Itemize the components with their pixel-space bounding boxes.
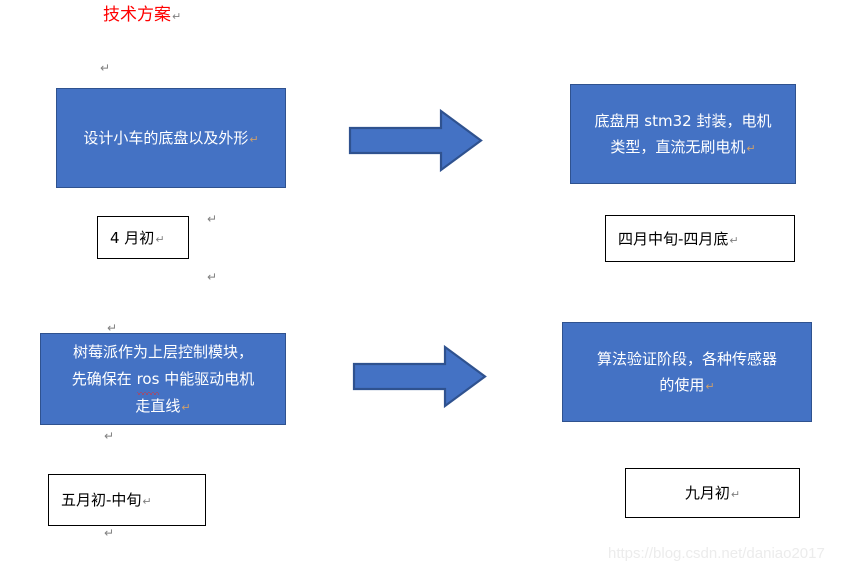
date-label: 九月初	[684, 484, 730, 502]
date-box-text: 九月初↵	[685, 483, 740, 503]
pilcrow-icon: ↵	[181, 400, 191, 414]
process-box-algorithm-validation[interactable]: 算法验证阶段，各种传感器的使用↵	[562, 322, 812, 422]
pilcrow-icon: ↵	[107, 321, 118, 335]
pilcrow-icon: ↵	[172, 10, 182, 23]
date-box-algorithm-validation[interactable]: 九月初↵	[625, 468, 800, 518]
pilcrow-icon: ↵	[104, 526, 115, 540]
process-box-text: 树莓派作为上层控制模块， 先确保在 ros 中能驱动电机走直线↵	[49, 339, 277, 420]
page-title: 技术方案↵	[103, 4, 181, 26]
date-box-raspberry-pi-control[interactable]: 五月初-中旬↵	[48, 474, 206, 526]
pilcrow-icon: ↵	[729, 233, 739, 247]
date-box-text: 四月中旬-四月底↵	[618, 229, 739, 249]
pilcrow-icon: ↵	[155, 232, 165, 246]
process-box-stm32-packaging[interactable]: 底盘用 stm32 封装，电机类型，直流无刷电机↵	[570, 84, 796, 184]
date-label: 4 月初	[110, 228, 155, 247]
pilcrow-icon: ↵	[249, 133, 259, 146]
pilcrow-icon: ↵	[100, 61, 111, 75]
process-box-line: 走直线	[135, 396, 181, 415]
page-title-text: 技术方案	[103, 5, 171, 25]
pilcrow-icon: ↵	[705, 380, 715, 393]
process-box-raspberry-pi-control[interactable]: 树莓派作为上层控制模块， 先确保在 ros 中能驱动电机走直线↵	[40, 333, 286, 425]
process-box-text: 算法验证阶段，各种传感器的使用↵	[571, 346, 803, 398]
pilcrow-icon: ↵	[207, 270, 218, 284]
date-box-text: 4 月初↵	[110, 228, 165, 248]
process-box-text: 设计小车的底盘以及外形↵	[65, 125, 277, 151]
watermark-text: https://blog.csdn.net/daniao2017	[608, 545, 825, 562]
flow-arrow-row-2	[352, 344, 488, 409]
process-box-line: 树莓派作为上层控制模块，	[72, 342, 253, 361]
pilcrow-icon: ↵	[746, 142, 756, 155]
pilcrow-icon: ↵	[207, 212, 218, 226]
pilcrow-icon: ↵	[730, 488, 741, 501]
flow-arrow-row-1	[348, 108, 484, 173]
process-box-line-with-spellcheck: 先确保在 ros 中能驱动电机	[72, 370, 254, 395]
date-box-design-chassis[interactable]: 4 月初↵	[97, 216, 189, 259]
date-box-text: 五月初-中旬↵	[61, 490, 152, 510]
date-label: 五月初-中旬	[61, 491, 142, 509]
process-box-text: 底盘用 stm32 封装，电机类型，直流无刷电机↵	[579, 108, 787, 160]
date-label: 四月中旬-四月底	[618, 229, 729, 248]
process-box-line: 类型，直流无刷电机	[610, 138, 746, 156]
process-box-line: 底盘用 stm32 封装，电机	[594, 112, 772, 130]
date-box-stm32-packaging[interactable]: 四月中旬-四月底↵	[605, 215, 795, 262]
pilcrow-icon: ↵	[142, 495, 152, 508]
process-box-line: 设计小车的底盘以及外形	[83, 129, 249, 147]
spellcheck-word: ros	[136, 366, 159, 395]
pilcrow-icon: ↵	[104, 429, 115, 443]
process-box-line: 的使用	[659, 376, 705, 394]
process-box-design-chassis[interactable]: 设计小车的底盘以及外形↵	[56, 88, 286, 188]
process-box-line: 算法验证阶段，各种传感器	[596, 350, 777, 368]
